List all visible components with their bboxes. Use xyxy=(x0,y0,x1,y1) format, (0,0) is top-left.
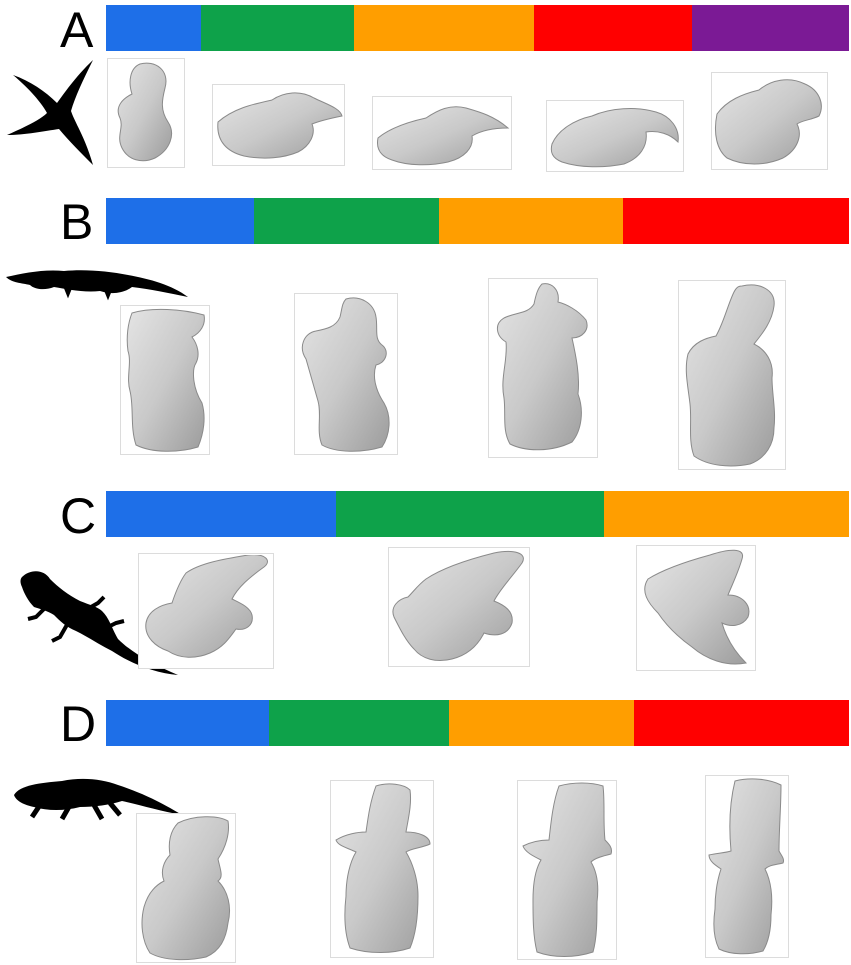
region-segment-4 xyxy=(623,198,849,244)
panel-letter-b: B xyxy=(60,197,93,247)
vertebra-model xyxy=(680,282,784,468)
vertebra-model xyxy=(713,74,827,168)
vertebra-model xyxy=(390,549,528,665)
panel-letter-a: A xyxy=(60,5,93,55)
region-segment-2 xyxy=(254,198,439,244)
vertebra-model xyxy=(548,102,682,170)
panel-letter-c: C xyxy=(60,491,96,541)
crocodile-silhouette-icon xyxy=(4,263,190,305)
region-segment-3 xyxy=(604,491,849,537)
panel-a: A xyxy=(0,0,851,185)
panel-d: D xyxy=(0,685,851,965)
vertebra-model xyxy=(707,777,787,956)
region-segment-5 xyxy=(692,5,849,51)
panel-b: B xyxy=(0,185,851,475)
region-bar-c xyxy=(106,491,849,537)
vertebra-model xyxy=(138,815,234,961)
region-segment-4 xyxy=(534,5,692,51)
region-segment-4 xyxy=(634,700,849,746)
vertebra-model xyxy=(296,295,396,453)
vertebra-model xyxy=(519,782,615,958)
region-segment-1 xyxy=(106,5,201,51)
region-segment-3 xyxy=(354,5,534,51)
panel-c: C xyxy=(0,475,851,685)
region-segment-3 xyxy=(449,700,634,746)
region-segment-1 xyxy=(106,491,336,537)
region-segment-3 xyxy=(439,198,623,244)
vertebra-model xyxy=(122,307,208,453)
vertebra-model xyxy=(638,547,754,669)
vertebra-model xyxy=(374,98,510,168)
vertebra-model xyxy=(332,782,432,956)
frigatebird-silhouette-icon xyxy=(5,55,95,170)
vertebra-model xyxy=(490,280,596,456)
vertebra-model xyxy=(110,60,184,166)
panel-letter-d: D xyxy=(60,699,96,749)
region-segment-2 xyxy=(336,491,604,537)
region-segment-2 xyxy=(269,700,449,746)
vertebra-model xyxy=(214,86,344,164)
region-segment-1 xyxy=(106,700,269,746)
region-bar-d xyxy=(106,700,849,746)
region-bar-b xyxy=(106,198,849,244)
region-segment-1 xyxy=(106,198,254,244)
vertebra-model xyxy=(140,555,272,667)
region-bar-a xyxy=(106,5,849,51)
region-segment-2 xyxy=(201,5,354,51)
